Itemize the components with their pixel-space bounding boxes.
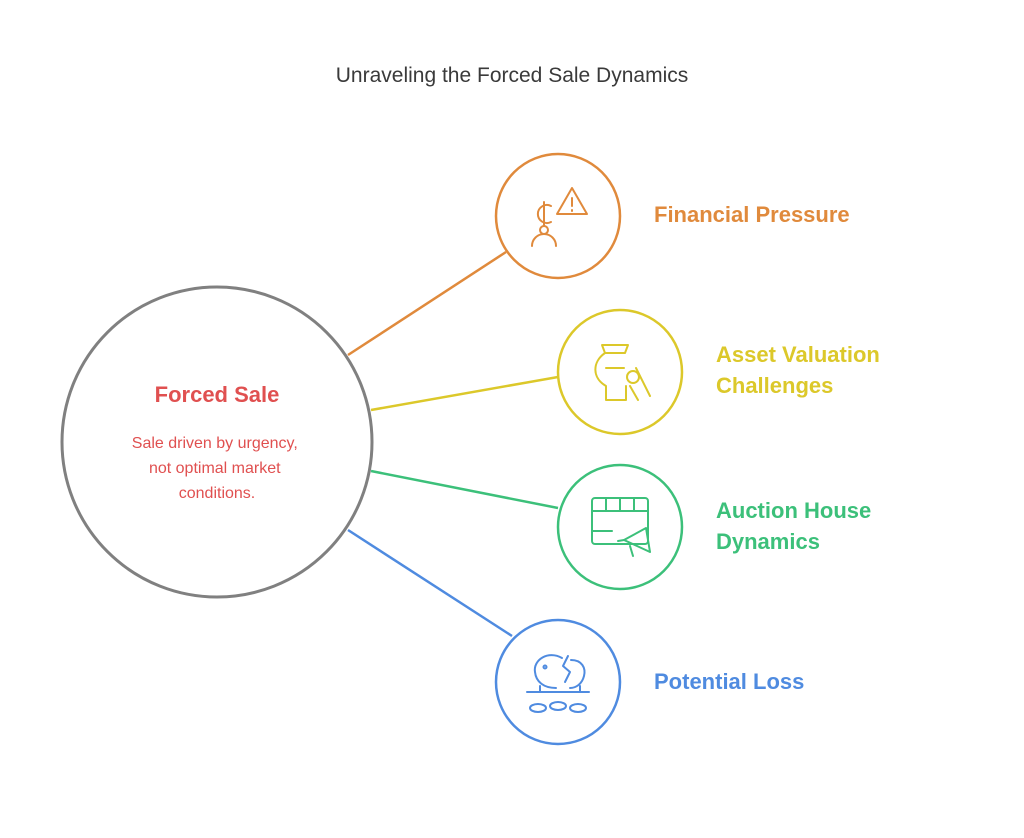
branch-label-line: Auction House bbox=[716, 498, 871, 523]
branch-label-auction-house-dynamics: Auction House Dynamics bbox=[716, 498, 877, 554]
center-description-line: not optimal market bbox=[149, 460, 281, 477]
branch-circle bbox=[556, 463, 684, 591]
branch-label-asset-valuation-challenges: Asset Valuation Challenges bbox=[716, 342, 886, 398]
center-circle bbox=[60, 285, 374, 599]
branch-label-potential-loss: Potential Loss bbox=[654, 669, 804, 694]
calendar-megaphone-icon bbox=[591, 497, 651, 557]
connector-auction-house bbox=[370, 469, 559, 510]
branch-potential-loss: Potential Loss bbox=[494, 618, 804, 746]
branch-asset-valuation-challenges: Asset Valuation Challenges bbox=[556, 308, 886, 436]
center-description-line: Sale driven by urgency, bbox=[132, 435, 298, 452]
branch-label-line: Challenges bbox=[716, 373, 833, 398]
branch-label-line: Asset Valuation bbox=[716, 342, 880, 367]
vase-brush-icon bbox=[594, 344, 651, 401]
branch-financial-pressure: Financial Pressure bbox=[494, 152, 850, 280]
center-title: Forced Sale bbox=[155, 382, 280, 407]
branch-circle bbox=[494, 618, 622, 746]
connector-financial-pressure bbox=[347, 250, 507, 357]
center-description-line: conditions. bbox=[179, 485, 256, 502]
branch-label-line: Potential Loss bbox=[654, 669, 804, 694]
branch-label-financial-pressure: Financial Pressure bbox=[654, 202, 850, 227]
money-warning-icon bbox=[531, 187, 588, 247]
branch-circle bbox=[494, 152, 622, 280]
broken-piggy-bank-icon bbox=[526, 654, 590, 713]
connector-asset-valuation bbox=[370, 375, 559, 412]
branch-label-line: Dynamics bbox=[716, 529, 820, 554]
branch-label-line: Financial Pressure bbox=[654, 202, 850, 227]
branch-auction-house-dynamics: Auction House Dynamics bbox=[556, 463, 877, 591]
diagram-title: Unraveling the Forced Sale Dynamics bbox=[336, 64, 689, 87]
center-description: Sale driven by urgency, not optimal mark… bbox=[132, 435, 302, 502]
branch-circle bbox=[556, 308, 684, 436]
connector-potential-loss bbox=[347, 528, 513, 638]
